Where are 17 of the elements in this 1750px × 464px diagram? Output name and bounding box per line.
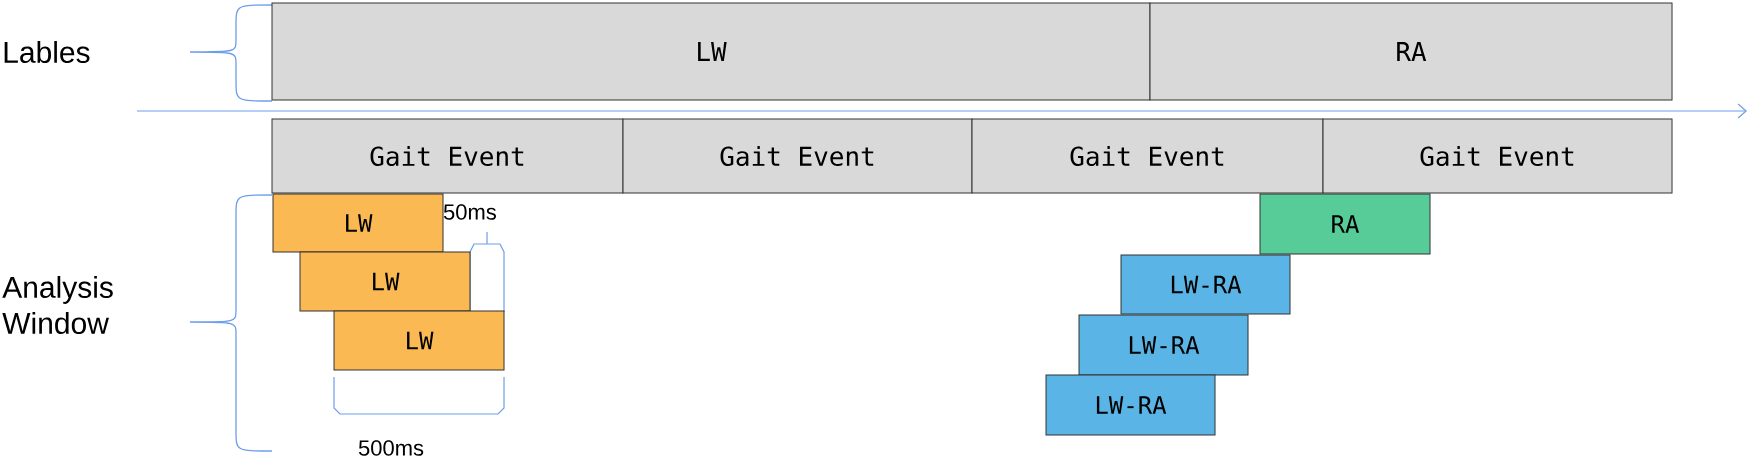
dimension-label: 50ms <box>443 204 496 220</box>
label-bar: LW <box>271 2 1151 101</box>
gait-event-box: Gait Event <box>1322 118 1673 194</box>
window-box: LW-RA <box>1078 314 1249 376</box>
gait-event-box: Gait Event <box>971 118 1324 194</box>
window-box: RA <box>1259 193 1431 255</box>
window-box: LW-RA <box>1045 374 1216 436</box>
axis-label: Lables <box>4 41 90 63</box>
window-box: LW <box>333 310 505 371</box>
window-box: LW <box>299 251 471 312</box>
gait-event-box: Gait Event <box>271 118 624 194</box>
window-box: LW <box>272 193 444 253</box>
axis-label: Analysis Window <box>2 276 113 335</box>
window-box: LW-RA <box>1120 254 1291 315</box>
dimension-label: 500ms <box>358 440 424 456</box>
label-bar: RA <box>1149 2 1673 101</box>
gait-event-box: Gait Event <box>622 118 973 194</box>
